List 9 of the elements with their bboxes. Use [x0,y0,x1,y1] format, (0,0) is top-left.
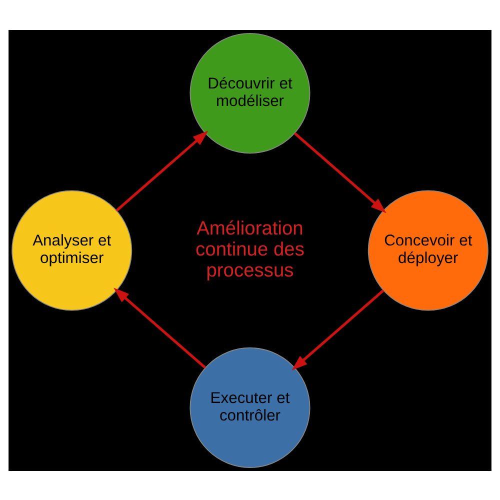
node-circle: Découvrir et modéliser [190,32,310,154]
arrow [292,288,384,370]
node-circle: Concevoir et déployer [368,190,488,310]
label: Amélioration continue des processus [196,218,304,281]
arrow [294,132,386,213]
arrow [114,287,206,368]
node-circle: Executer et contrôler [190,346,310,468]
node-circle: Analyser et optimiser [12,190,132,310]
arrow [116,130,208,212]
